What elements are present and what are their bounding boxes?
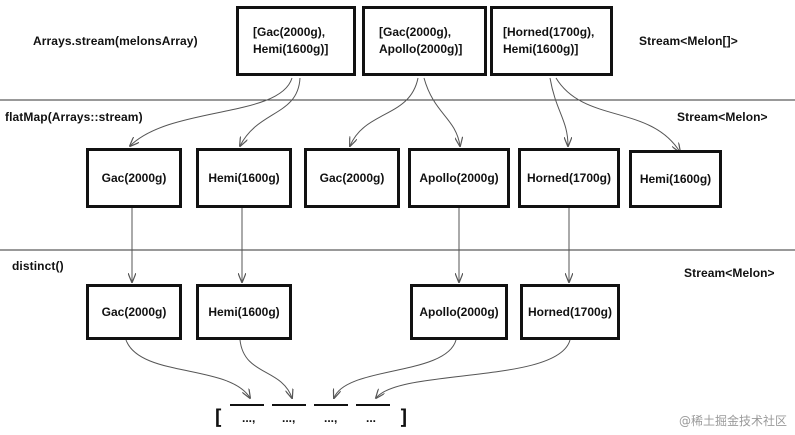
flatmap-arrow — [549, 77, 568, 146]
array-node: [Gac(2000g), Hemi(1600g)] — [236, 6, 356, 76]
result-slot: ... — [366, 411, 377, 425]
flatmap-arrow — [130, 77, 293, 146]
melon-node: Gac(2000g) — [86, 284, 182, 340]
array-node-line: Apollo(2000g)] — [379, 42, 463, 56]
flatmap-arrow — [350, 77, 419, 146]
collect-arrow — [125, 339, 250, 398]
melon-node: Gac(2000g) — [86, 148, 182, 208]
array-node-line: Hemi(1600g)] — [253, 42, 329, 56]
collect-arrow — [334, 339, 457, 398]
type-label-stream-melon: Stream<Melon> — [684, 266, 775, 280]
result-slot: ..., — [282, 411, 296, 425]
result-close-bracket: ] — [398, 405, 411, 429]
flatmap-arrow — [240, 77, 301, 146]
watermark: @稀土掘金技术社区 — [678, 414, 787, 428]
type-label-stream-melon: Stream<Melon> — [677, 110, 768, 124]
result-open-bracket: [ — [212, 405, 225, 429]
melon-node: Apollo(2000g) — [408, 148, 510, 208]
operation-label-distinct: distinct() — [12, 259, 64, 273]
result-list: [ ..., ..., ..., ... ] — [212, 405, 412, 431]
melon-node: Hemi(1600g) — [196, 148, 292, 208]
collect-arrow — [376, 339, 571, 398]
array-node-line: [Gac(2000g), — [379, 25, 452, 39]
array-node-line: Hemi(1600g)] — [503, 42, 579, 56]
result-slot: ..., — [324, 411, 338, 425]
flatmap-arrow — [423, 77, 460, 146]
melon-node: Hemi(1600g) — [196, 284, 292, 340]
melon-node: Gac(2000g) — [304, 148, 400, 208]
array-node-line: [Horned(1700g), — [503, 25, 595, 39]
result-slot: ..., — [242, 411, 256, 425]
type-label-stream-melon-array: Stream<Melon[]> — [639, 34, 738, 48]
array-node-line: [Gac(2000g), — [253, 25, 326, 39]
melon-node: Horned(1700g) — [518, 148, 620, 208]
melon-node: Horned(1700g) — [520, 284, 620, 340]
melon-node: Hemi(1600g) — [629, 150, 722, 208]
operation-label-flatmap: flatMap(Arrays::stream) — [5, 110, 143, 124]
melon-node: Apollo(2000g) — [410, 284, 508, 340]
array-node: [Horned(1700g), Hemi(1600g)] — [490, 6, 613, 76]
collect-arrow — [239, 339, 292, 398]
operation-label-arrays-stream: Arrays.stream(melonsArray) — [33, 34, 198, 48]
array-node: [Gac(2000g), Apollo(2000g)] — [362, 6, 487, 76]
flatmap-arrow — [555, 77, 680, 152]
